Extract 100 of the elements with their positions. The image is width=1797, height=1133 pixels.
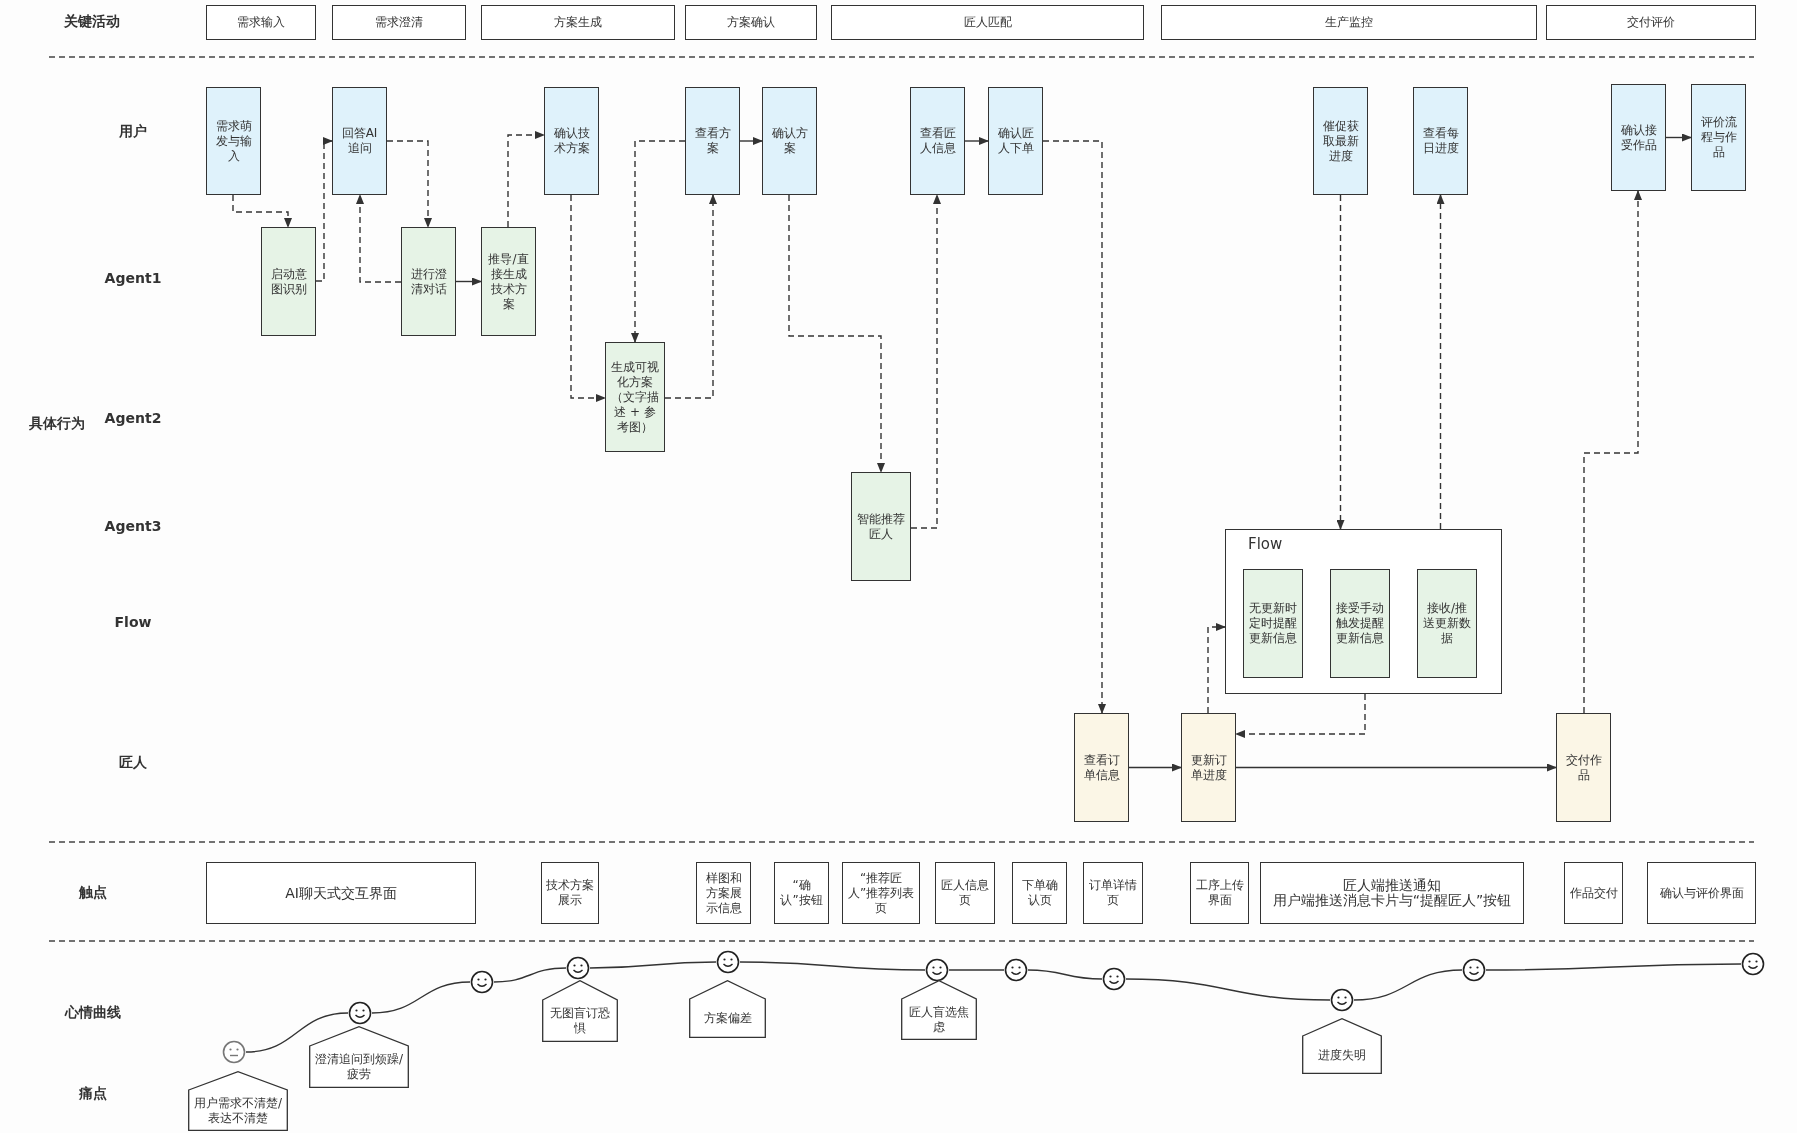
mood-curve <box>589 961 717 969</box>
neutral-face-icon <box>222 1040 246 1064</box>
touchpoint-box: AI聊天式交互界面 <box>206 862 476 924</box>
row-header: 具体行为 <box>29 415 85 433</box>
touchpoint-box: 匠人信息页 <box>935 862 995 924</box>
row-header: Agent3 <box>104 518 162 534</box>
pain-point-text: 无图盲订恐惧 <box>549 1006 611 1036</box>
activity-box: 方案生成 <box>481 5 675 40</box>
agent-action-box: 进行澄清对话 <box>401 227 456 336</box>
smiley-face-icon <box>716 950 740 974</box>
user-action-box: 确认匠人下单 <box>988 87 1043 195</box>
activity-box: 需求澄清 <box>332 5 466 40</box>
touchpoint-box <box>1260 862 1524 924</box>
arrow <box>910 194 941 529</box>
arrow <box>1042 140 1106 714</box>
mood-curve <box>739 961 926 971</box>
agent-action-box: 启动意图识别 <box>261 227 316 336</box>
mood-curve <box>948 969 1005 971</box>
arrow <box>570 194 606 402</box>
arrow <box>1128 763 1182 772</box>
touchpoint-box: 作品交付 <box>1564 862 1623 924</box>
smiley-face-icon <box>1462 958 1486 982</box>
touchpoint-box: 下单确认页 <box>1012 862 1067 924</box>
activity-box: 生产监控 <box>1161 5 1537 40</box>
activity-box: 匠人匹配 <box>831 5 1144 40</box>
arrow <box>1665 133 1692 142</box>
row-header: 匠人 <box>119 754 147 772</box>
agent-action-box: 推导/直接生成技术方案 <box>481 227 536 336</box>
smiley-face-icon <box>470 970 494 994</box>
row-header: 痛点 <box>79 1085 107 1103</box>
user-action-box: 查看每日进度 <box>1413 87 1468 195</box>
row-header: Agent1 <box>104 270 162 286</box>
smiley-face-icon <box>1741 952 1765 976</box>
agent-action-box: 生成可视化方案（文字描述 + 参考图） <box>605 342 665 452</box>
user-action-box: 确认方案 <box>762 87 817 195</box>
touchpoint-box: 订单详情页 <box>1083 862 1143 924</box>
agent-action-box: 接受手动触发提醒更新信息 <box>1330 569 1390 678</box>
pain-point-text: 用户需求不清楚/表达不清楚 <box>193 1095 283 1126</box>
activity-box: 需求输入 <box>206 5 316 40</box>
arrow <box>386 140 432 228</box>
activity-box: 交付评价 <box>1546 5 1756 40</box>
touchpoint-box: 技术方案展示 <box>541 862 599 924</box>
agent-action-box: 接收/推送更新数据 <box>1417 569 1477 678</box>
pain-point-tag <box>901 980 977 1040</box>
pain-point-text: 匠人盲选焦虑 <box>908 1004 970 1035</box>
arrow <box>664 194 717 399</box>
arrow <box>1235 693 1366 738</box>
arrow <box>507 131 545 228</box>
touchpoint-box: 工序上传界面 <box>1190 862 1249 924</box>
user-action-box: 查看方案 <box>685 87 740 195</box>
pain-point-text: 澄清追问到烦躁/疲劳 <box>314 1052 404 1082</box>
arrow <box>1336 194 1345 530</box>
pain-point-tag <box>689 980 766 1038</box>
mood-curve <box>493 967 567 983</box>
row-header: 心情曲线 <box>65 1004 121 1022</box>
agent-action-box: 智能推荐匠人 <box>851 472 911 581</box>
craftsman-action-box: 更新订单进度 <box>1181 713 1236 822</box>
arrow <box>964 137 989 145</box>
arrow <box>788 194 885 473</box>
mood-curve <box>371 981 471 1014</box>
arrow <box>631 140 686 343</box>
touchpoint-box: “确认”按钮 <box>774 862 829 924</box>
row-header: 触点 <box>79 884 107 902</box>
group-title: Flow <box>1248 537 1283 552</box>
smiley-face-icon <box>566 956 590 980</box>
smiley-face-icon <box>1330 988 1354 1012</box>
pain-point-tag <box>188 1071 288 1131</box>
craftsman-action-box: 交付作品 <box>1556 713 1611 822</box>
smiley-face-icon <box>925 958 949 982</box>
arrow <box>1436 194 1445 530</box>
row-header: Flow <box>114 614 152 630</box>
pain-point-text: 方案偏差 <box>703 1011 752 1026</box>
user-action-box: 需求萌发与输入 <box>206 87 261 195</box>
user-action-box: 回答AI追问 <box>332 87 387 195</box>
user-action-box: 查看匠人信息 <box>910 87 965 195</box>
mood-curve <box>1485 963 1742 971</box>
arrow <box>1207 623 1226 714</box>
pain-point-text: 进度失明 <box>1318 1047 1366 1063</box>
pain-point-tag <box>309 1026 409 1088</box>
arrow <box>455 277 482 286</box>
mood-curve <box>245 1012 349 1053</box>
row-header: Agent2 <box>104 410 162 426</box>
pain-point-tag <box>542 980 618 1042</box>
arrow <box>1583 190 1642 714</box>
touchpoint-box: “推荐匠人”推荐列表页 <box>842 862 920 924</box>
smiley-face-icon <box>348 1001 372 1025</box>
user-action-box: 评价流程与作品 <box>1691 84 1746 191</box>
row-header: 用户 <box>119 123 147 141</box>
pain-point-tag <box>1302 1018 1382 1074</box>
user-action-box: 确认接受作品 <box>1611 84 1666 191</box>
mood-curve <box>1125 978 1331 1001</box>
agent-action-box: 无更新时定时提醒更新信息 <box>1243 569 1303 678</box>
arrow <box>232 194 292 228</box>
arrow <box>1235 763 1557 772</box>
touchpoint-text: 匠人端推送通知 <box>1343 878 1441 893</box>
touchpoint-box: 样图和方案展示信息 <box>696 862 751 924</box>
arrow <box>315 137 333 282</box>
user-action-box: 确认技术方案 <box>544 87 599 195</box>
activity-box: 方案确认 <box>685 5 817 40</box>
touchpoint-box: 确认与评价界面 <box>1647 862 1756 924</box>
